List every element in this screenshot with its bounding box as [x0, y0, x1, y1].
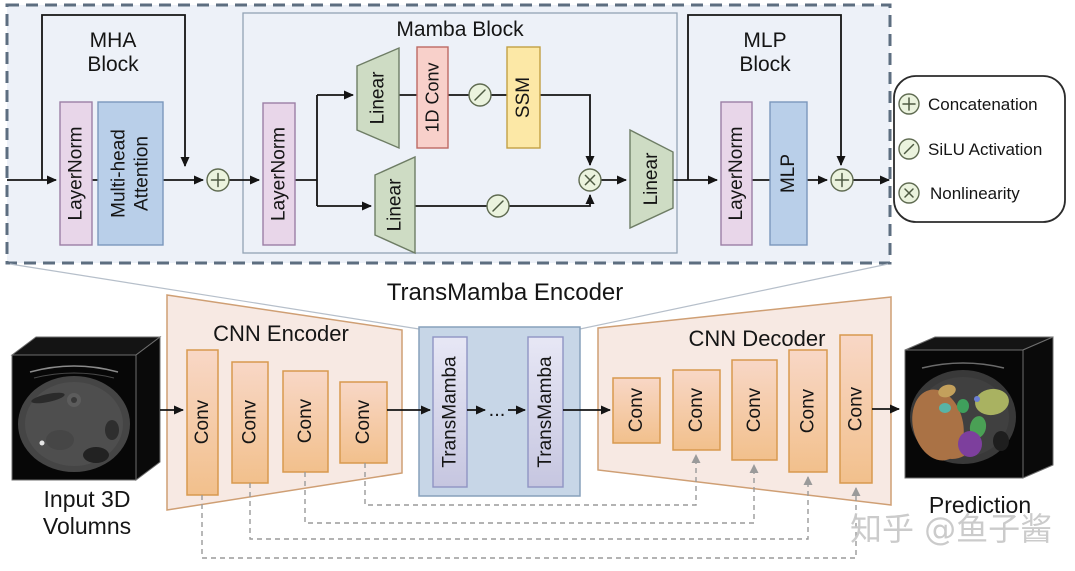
mlp-layernorm-box: [720, 101, 753, 246]
legend-box: [893, 75, 1066, 223]
concat-operator-2: [830, 168, 854, 192]
transmamba-ellipsis: ...: [489, 399, 506, 421]
mha-layernorm-box: [59, 101, 93, 246]
encoder-conv4-label: Conv: [353, 399, 374, 444]
attention-label-line1: Multi-head: [109, 129, 130, 218]
encoder-conv-3: [282, 370, 329, 473]
mha-layernorm-label: LayerNorm: [66, 127, 87, 221]
skip-enc2-dec4: [249, 476, 813, 540]
detail-wires: [7, 14, 890, 211]
linear3-label: Linear: [641, 152, 662, 205]
attention-label-line2: Attention: [132, 136, 153, 211]
decoder-conv1-label: Conv: [626, 387, 647, 432]
exploded-line-right: [579, 263, 889, 330]
decoder-conv5-label: Conv: [846, 386, 867, 431]
decoder-conv-3: [731, 359, 778, 461]
transmamba-encoder-title: TransMamba Encoder: [387, 279, 624, 306]
conv1d-box: [416, 46, 449, 149]
mamba-title: Mamba Block: [396, 18, 524, 41]
mlp-layernorm-label: LayerNorm: [726, 127, 747, 221]
mamba-linear2-trapezoid: [374, 155, 416, 255]
legend-label-silu: SiLU Activation: [928, 140, 1042, 159]
transmamba-block2-label: TransMamba: [535, 356, 556, 468]
mamba-layernorm-label: LayerNorm: [269, 127, 290, 221]
decoder-conv-4: [788, 349, 828, 473]
prediction-volume-cube: [904, 336, 1054, 479]
mha-title-line1: MHA: [90, 29, 137, 52]
mamba-linear3-trapezoid: [629, 128, 674, 230]
mlp-box: [769, 101, 808, 246]
skip-enc4-dec2: [364, 454, 701, 506]
decoder-conv-2: [672, 369, 721, 451]
silu-operator-1: [468, 83, 492, 107]
mamba-block-frame: [242, 12, 678, 254]
legend: Concatenation SiLU Activation Nonlineari…: [893, 75, 1066, 223]
legend-label-nonlinearity: Nonlinearity: [930, 184, 1020, 203]
decoder-conv2-label: Conv: [686, 387, 707, 432]
mamba-layernorm-box: [262, 102, 296, 246]
ssm-to-mult-wire: [540, 94, 595, 166]
segmented-ct-image: [910, 362, 1016, 464]
conv1d-label: 1D Conv: [423, 62, 443, 132]
mlp-box-label: MLP: [778, 154, 799, 193]
linear2-label: Linear: [385, 178, 406, 231]
decoder-conv-5: [839, 334, 873, 484]
pipeline-wires: [160, 404, 900, 415]
mha-skip-connection: [41, 14, 190, 180]
encoder-conv-4: [339, 381, 388, 464]
multihead-attention-box: [97, 101, 164, 246]
labels: MHA Block Mamba Block MLP Block LayerNor…: [43, 18, 1052, 548]
prediction-label: Prediction: [929, 492, 1031, 518]
ct-slice-image: [18, 365, 130, 472]
concat-operator-1: [206, 168, 230, 192]
mha-title-line2: Block: [87, 53, 139, 76]
exploded-line-left: [9, 263, 420, 330]
transmamba-block-1: [432, 336, 468, 488]
input-label-line2: Volumns: [43, 513, 131, 539]
decoder-conv3-label: Conv: [744, 387, 765, 432]
encoder-conv2-label: Conv: [240, 399, 261, 444]
mlp-skip-connection: [687, 14, 846, 180]
silu2-to-mult-wire: [509, 194, 595, 207]
encoder-conv3-label: Conv: [295, 398, 316, 443]
unet-skip-connections: [201, 454, 861, 559]
nonlinearity-operator: [578, 168, 602, 192]
ssm-box: [506, 46, 541, 149]
cnn-decoder-title: CNN Decoder: [689, 326, 826, 351]
mamba-linear1-trapezoid: [356, 46, 400, 150]
decoder-conv-1: [612, 377, 661, 444]
legend-label-concatenation: Concatenation: [928, 95, 1038, 114]
input-label-line1: Input 3D: [44, 486, 131, 512]
silu-operator-2: [486, 194, 510, 218]
encoder-conv1-label: Conv: [192, 399, 213, 444]
linear1-label: Linear: [368, 71, 389, 124]
cnn-encoder-title: CNN Encoder: [213, 321, 349, 346]
transmamba-block1-label: TransMamba: [440, 356, 461, 468]
input-volume-cube: [10, 336, 162, 481]
transmamba-block-2: [527, 336, 564, 488]
watermark-text: 知乎 @鱼子酱: [850, 510, 1052, 548]
ssm-label: SSM: [513, 77, 534, 118]
mlp-title-line1: MLP: [743, 29, 786, 52]
encoder-conv-1: [186, 349, 219, 496]
mlp-title-line2: Block: [739, 53, 791, 76]
skip-enc1-dec5: [201, 487, 861, 559]
decoder-conv4-label: Conv: [798, 388, 819, 433]
